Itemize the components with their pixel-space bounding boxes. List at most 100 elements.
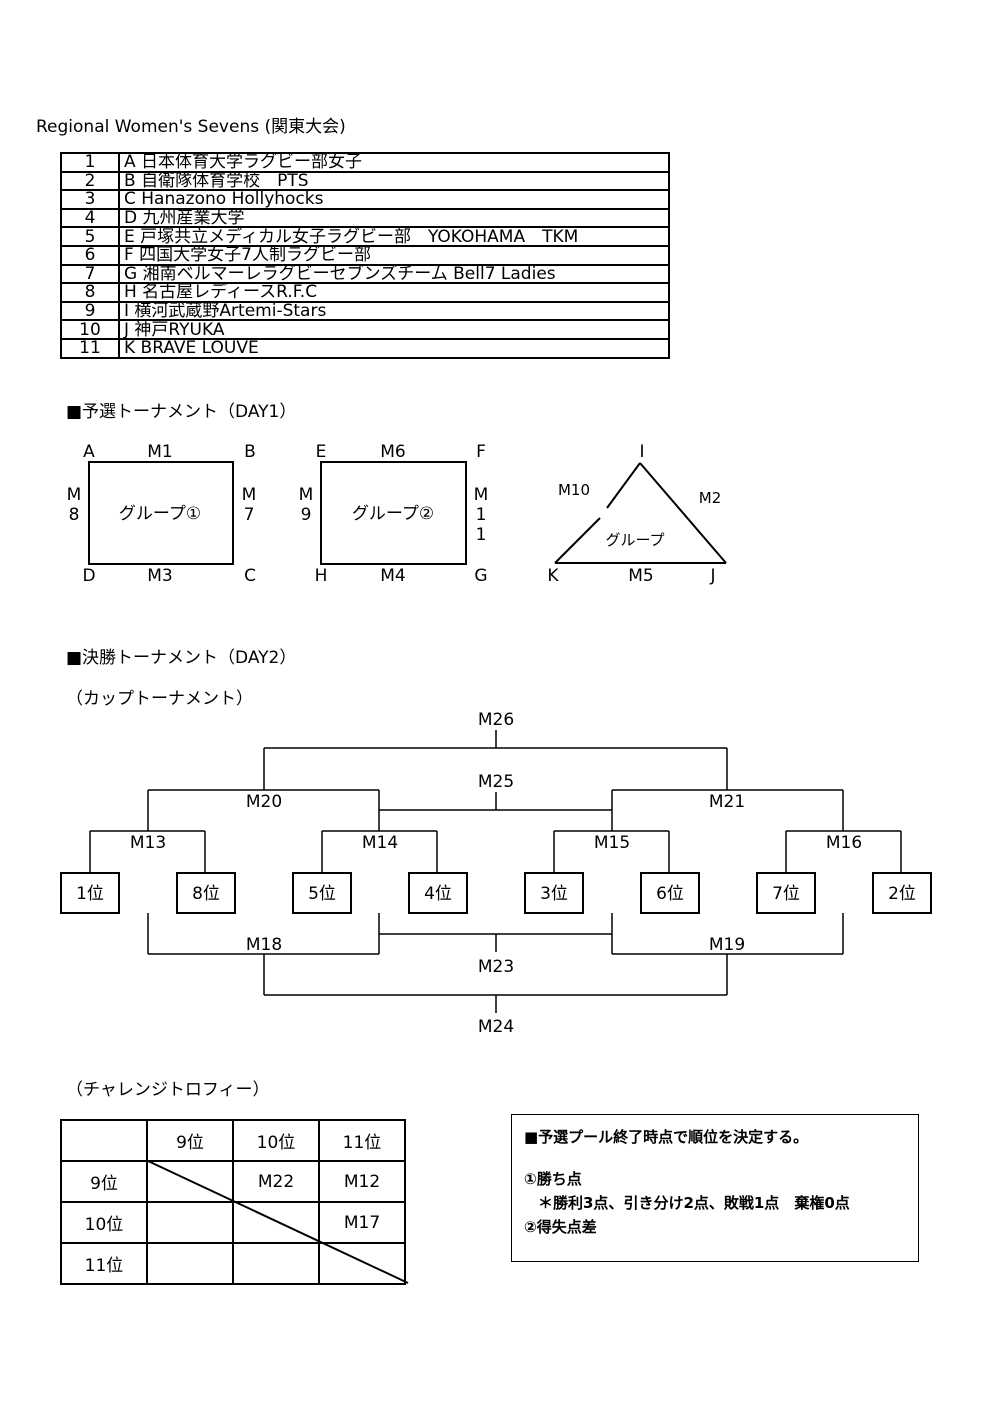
seed-2: 2位 [888,884,916,904]
team-number: 6 [60,244,120,266]
triangle-right [639,462,727,564]
cup-bracket-lines [89,730,902,1013]
table-row: 10位 M17 [60,1201,406,1244]
rules-line: ②得失点差 [524,1218,597,1236]
seed-6: 6位 [656,884,684,904]
seed-box [872,872,932,914]
team-i-label: I [639,442,644,462]
match-m25: M25 [478,772,514,792]
rules-line: ＊勝利3点、引き分け2点、敗戦1点 棄権0点 [538,1194,850,1212]
match-m6: M6 [380,442,405,462]
team-number: 3 [60,189,120,210]
team-k-label: K [547,566,559,586]
challenge-cell: M12 [318,1160,406,1203]
seed-box [756,872,816,914]
challenge-cell: M17 [318,1201,406,1244]
challenge-row-header: 10位 [60,1201,148,1244]
challenge-col-header: 11位 [318,1119,406,1162]
seed-box [524,872,584,914]
team-a-label: A [83,442,95,462]
triangle-left-upper [606,462,641,509]
group3-label: グループ [605,531,664,549]
team-j-label: J [709,566,715,586]
rules-line: ■予選プール終了時点で順位を決定する。 [524,1128,809,1146]
group1-box [88,461,234,565]
seed-4: 4位 [424,884,452,904]
seed-box [176,872,236,914]
seed-1: 1位 [76,884,104,904]
challenge-col-header: 9位 [146,1119,234,1162]
rules-box: ■予選プール終了時点で順位を決定する。 ①勝ち点 ＊勝利3点、引き分け2点、敗戦… [511,1114,919,1262]
challenge-table: 9位 10位 11位 9位 M22 M12 10位 M17 11位 [60,1119,406,1285]
match-m1: M1 [147,442,172,462]
seed-box [640,872,700,914]
team-b-label: B [244,442,256,462]
team-number: 11 [60,337,120,359]
match-m10: M10 [558,481,590,499]
challenge-cell [146,1160,234,1203]
seed-box [292,872,352,914]
match-m26: M26 [478,710,514,730]
rules-line: ①勝ち点 [524,1170,582,1188]
seed-3: 3位 [540,884,568,904]
table-row: 9位 M22 M12 [60,1160,406,1203]
seed-8: 8位 [192,884,220,904]
team-g-label: G [474,566,487,586]
triangle-left-lower [554,517,601,564]
match-m19: M19 [709,935,745,955]
group2-box [320,461,467,565]
team-h-label: H [315,566,328,586]
match-m18: M18 [246,935,282,955]
match-m24: M24 [478,1017,514,1037]
match-m2: M2 [699,489,722,507]
challenge-cell [146,1201,234,1244]
match-m20: M20 [246,792,282,812]
match-m21: M21 [709,792,745,812]
match-m13: M13 [130,833,166,853]
match-m23: M23 [478,957,514,977]
match-m3: M3 [147,566,172,586]
page-title: Regional Women's Sevens (関東大会) [36,117,346,137]
team-c-label: C [244,566,256,586]
seed-boxes [60,872,932,914]
challenge-cell [232,1242,320,1285]
challenge-cell [232,1201,320,1244]
team-name: K BRAVE LOUVE [118,337,670,359]
group1-label: グループ① [119,504,201,524]
match-m15: M15 [594,833,630,853]
match-m4: M4 [380,566,405,586]
team-f-label: F [476,442,486,462]
group2-label: グループ② [352,504,434,524]
challenge-cell [318,1242,406,1285]
day1-heading: ■予選トーナメント（DAY1） [66,402,296,422]
challenge-row-header: 11位 [60,1242,148,1285]
challenge-row-header: 9位 [60,1160,148,1203]
table-row: 11位 [60,1242,406,1285]
team-d-label: D [82,566,95,586]
seed-5: 5位 [308,884,336,904]
match-m5: M5 [628,566,653,586]
table-row: 9位 10位 11位 [60,1119,406,1162]
match-m14: M14 [362,833,398,853]
challenge-cell [146,1242,234,1285]
day2-heading: ■決勝トーナメント（DAY2） [66,648,296,668]
challenge-heading: （チャレンジトロフィー） [66,1080,270,1100]
challenge-cell: M22 [232,1160,320,1203]
challenge-corner-cell [60,1119,148,1162]
cup-heading: （カップトーナメント） [66,689,253,709]
seed-box [60,872,120,914]
challenge-col-header: 10位 [232,1119,320,1162]
seed-box [408,872,468,914]
seed-7: 7位 [772,884,800,904]
team-e-label: E [316,442,327,462]
match-m16: M16 [826,833,862,853]
